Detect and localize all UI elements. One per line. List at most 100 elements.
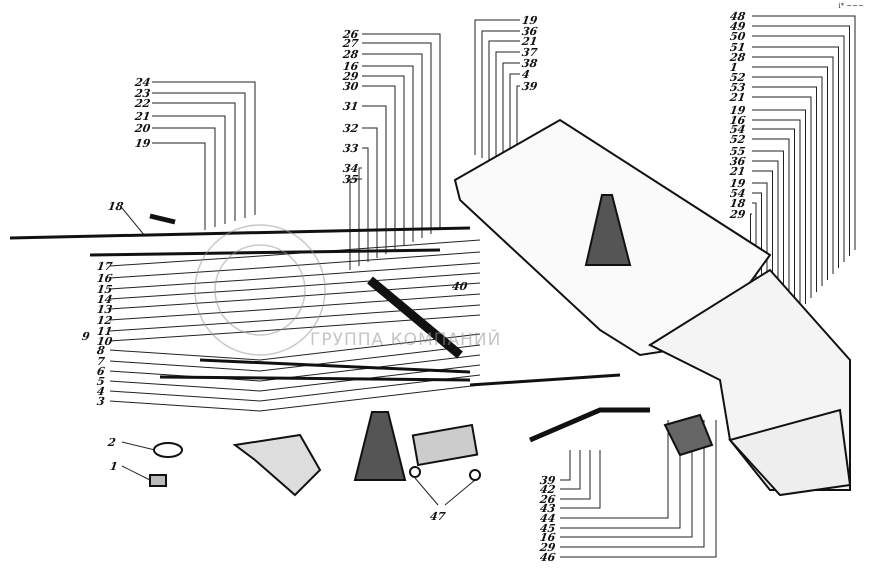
leader-line	[152, 102, 236, 221]
callout-18: 18	[107, 200, 125, 213]
leader-line	[560, 450, 581, 490]
rod-8	[199, 358, 471, 374]
callout-top-left-22: 22	[134, 97, 152, 110]
leader-line	[152, 142, 206, 230]
callout-right-29: 29	[729, 208, 747, 221]
callout-40: 40	[451, 280, 469, 293]
leader-line	[152, 81, 256, 215]
leader-line	[752, 128, 795, 316]
leader-line	[362, 65, 414, 242]
leader-line	[362, 53, 423, 238]
leader-line	[109, 364, 481, 392]
boot-lower	[353, 411, 407, 481]
leader-line	[752, 86, 817, 292]
leader-line	[752, 56, 834, 274]
leader-line	[481, 30, 520, 158]
leader-line	[752, 46, 839, 268]
leader-line	[560, 450, 571, 481]
leader-line	[109, 384, 481, 412]
callout-left-17: 17	[96, 260, 114, 273]
callout-top-left-20: 20	[134, 122, 152, 135]
leader-line	[109, 262, 481, 290]
leader-line	[152, 127, 216, 227]
leader-line	[414, 477, 439, 506]
lower-box	[728, 408, 852, 497]
watermark-tagline: ГРУППА КОМПАНИЙ	[310, 330, 502, 350]
leader-line	[560, 420, 717, 558]
pedal-lever	[529, 407, 650, 443]
callout-top-left-21: 21	[134, 110, 152, 123]
callout-top-mid-32: 32	[342, 122, 360, 135]
bracket-3	[232, 433, 322, 497]
callout-right-52: 52	[729, 133, 747, 146]
leader-line	[109, 272, 481, 300]
callout-top-left-19: 19	[134, 137, 152, 150]
leader-line	[560, 450, 591, 500]
leader-line	[752, 76, 823, 286]
callout-2: 2	[107, 436, 117, 449]
parts	[9, 118, 852, 497]
cover-plate	[411, 423, 479, 467]
leader-line	[560, 420, 705, 548]
leader-line	[444, 479, 476, 506]
leader-line	[362, 105, 387, 254]
leader-line	[752, 150, 784, 328]
leader-line	[109, 293, 481, 321]
leader-line	[495, 51, 520, 164]
leader-line	[560, 420, 681, 529]
leader-line	[752, 160, 779, 334]
callout-right-21: 21	[729, 91, 747, 104]
leader-line	[109, 314, 481, 342]
corner-mark: i* ~~~	[838, 2, 864, 10]
leader-line	[502, 62, 520, 167]
leader-line	[109, 333, 481, 361]
leader-line	[121, 207, 146, 237]
callout-top-mid-31: 31	[342, 100, 360, 113]
rod-17	[89, 248, 441, 257]
leader-line	[474, 19, 520, 155]
callout-47: 47	[429, 510, 447, 523]
callout-bottom-46: 46	[539, 551, 557, 564]
washer-47a	[409, 466, 421, 478]
leader-line	[152, 92, 246, 218]
leader-lines	[109, 15, 856, 558]
leader-line	[752, 25, 850, 256]
leader-line	[152, 115, 226, 224]
callout-left-3: 3	[96, 395, 106, 408]
leader-line	[109, 282, 481, 310]
boot-upper	[584, 194, 632, 266]
pedal-pad	[663, 413, 714, 457]
long-rod-18	[9, 226, 471, 240]
leader-line	[109, 251, 481, 279]
leader-line	[752, 35, 845, 262]
leader-line	[488, 40, 520, 161]
watermark-logo	[194, 224, 326, 356]
leader-line	[109, 374, 481, 402]
callout-top-right-39: 39	[521, 80, 539, 93]
callout-right-21: 21	[729, 165, 747, 178]
leader-line	[752, 96, 812, 298]
leader-line	[362, 127, 378, 258]
part-1	[149, 474, 167, 487]
tube	[367, 276, 463, 359]
leader-line	[109, 344, 481, 372]
leader-line	[109, 239, 481, 267]
leader-line	[362, 147, 369, 262]
callout-top-mid-28: 28	[342, 48, 360, 61]
leader-line	[121, 441, 156, 451]
leader-line	[349, 178, 362, 270]
leader-line	[752, 119, 801, 310]
leader-line	[752, 66, 828, 280]
leader-line	[109, 354, 481, 382]
callout-top-right-4: 4	[521, 68, 531, 81]
leader-line	[752, 109, 806, 304]
leader-line	[362, 42, 432, 234]
callout-top-mid-33: 33	[342, 142, 360, 155]
part-2	[153, 442, 183, 458]
leader-line	[560, 420, 669, 519]
leader-line	[560, 420, 693, 538]
washer-47b	[469, 469, 481, 481]
callout-group-9: 9	[81, 330, 91, 343]
